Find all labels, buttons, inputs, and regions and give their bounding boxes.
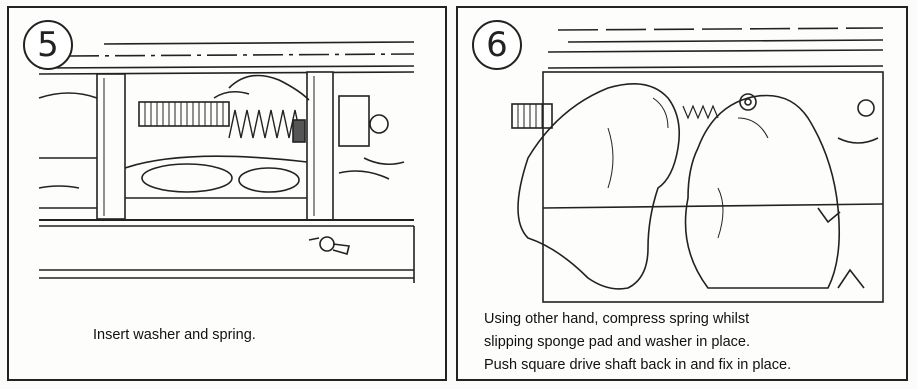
step-5-panel: 5 Insert washer and spring. <box>7 6 447 381</box>
caption-line: Push square drive shaft back in and fix … <box>484 354 791 377</box>
caption-line: Using other hand, compress spring whilst <box>484 308 791 331</box>
step-6-panel: 6 Using other hand, compress spring whil… <box>456 6 908 381</box>
step-number-badge: 6 <box>472 20 522 70</box>
step-6-caption: Using other hand, compress spring whilst… <box>484 308 791 377</box>
step-number-badge: 5 <box>23 20 73 70</box>
step-5-caption: Insert washer and spring. <box>93 324 256 347</box>
caption-line: slipping sponge pad and washer in place. <box>484 331 791 354</box>
step-6-illustration <box>458 8 906 308</box>
step-5-illustration <box>9 8 445 308</box>
caption-line: Insert washer and spring. <box>93 324 256 347</box>
